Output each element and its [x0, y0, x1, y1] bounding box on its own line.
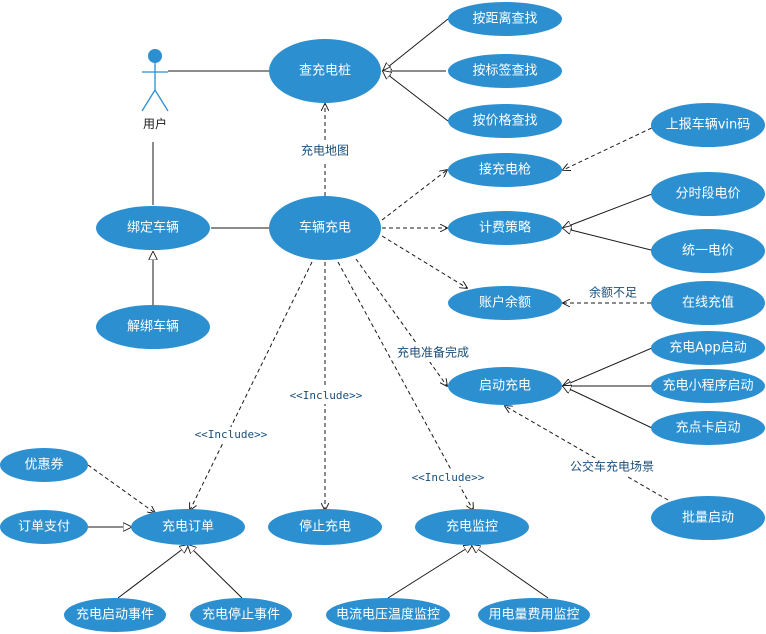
usecase-by-tag[interactable]: 按标签查找 — [448, 54, 562, 88]
usecase-report-vin[interactable]: 上报车辆vin码 — [651, 103, 765, 147]
edge-charge-start — [355, 258, 447, 386]
svg-text:启动充电: 启动充电 — [479, 378, 531, 394]
label-charge-map: 充电地图 — [301, 143, 349, 158]
svg-text:接充电枪: 接充电枪 — [479, 162, 531, 178]
svg-text:按标签查找: 按标签查找 — [472, 63, 537, 79]
svg-text:停止充电: 停止充电 — [299, 519, 351, 535]
usecase-online-recharge[interactable]: 在线充值 — [651, 281, 765, 325]
usecase-start-charge[interactable]: 启动充电 — [448, 367, 562, 405]
svg-text:充电停止事件: 充电停止事件 — [202, 607, 280, 623]
svg-text:上报车辆vin码: 上报车辆vin码 — [666, 117, 751, 133]
label-include-monitor: <<Include>> — [412, 471, 485, 484]
usecase-miniapp-start[interactable]: 充电小程序启动 — [651, 369, 765, 403]
usecase-by-price[interactable]: 按价格查找 — [448, 104, 562, 138]
edge-charge-monitor — [337, 261, 473, 510]
usecase-uniform-price[interactable]: 统一电价 — [651, 229, 765, 273]
edges — [87, 18, 669, 599]
edge-app-start — [563, 347, 653, 386]
usecase-balance[interactable]: 账户余额 — [448, 286, 562, 320]
svg-text:充电启动事件: 充电启动事件 — [76, 607, 154, 623]
edge-labels: 充电地图 余额不足 充电准备完成 公交车充电场景 <<Include>> <<I… — [191, 141, 666, 486]
edge-card-start — [563, 386, 653, 429]
usecase-order-pay[interactable]: 订单支付 — [0, 510, 88, 544]
svg-text:订单支付: 订单支付 — [18, 520, 70, 535]
label-insufficient-balance: 余额不足 — [589, 285, 637, 300]
actor-head-icon — [148, 49, 162, 63]
edge-coupon-order — [87, 464, 155, 513]
label-bus-scene: 公交车充电场景 — [570, 459, 654, 474]
usecase-voltage-monitor[interactable]: 电流电压温度监控 — [326, 598, 450, 632]
usecase-stop-event[interactable]: 充电停止事件 — [190, 598, 292, 632]
actor-label: 用户 — [143, 116, 167, 131]
usecase-billing[interactable]: 计费策略 — [448, 211, 562, 245]
edge-uniform-billing — [563, 228, 656, 252]
svg-text:统一电价: 统一电价 — [682, 244, 734, 259]
label-include-order: <<Include>> — [195, 428, 268, 441]
svg-text:解绑车辆: 解绑车辆 — [127, 319, 179, 335]
svg-text:查充电桩: 查充电桩 — [299, 63, 351, 79]
svg-text:分时段电价: 分时段电价 — [675, 187, 740, 202]
usecase-find-pile[interactable]: 查充电桩 — [269, 39, 381, 103]
usecase-batch-start[interactable]: 批量启动 — [651, 496, 765, 540]
edge-charge-plug — [381, 170, 447, 221]
usecase-by-distance[interactable]: 按距离查找 — [448, 2, 562, 36]
svg-text:计费策略: 计费策略 — [479, 220, 531, 236]
usecase-bind-vehicle[interactable]: 绑定车辆 — [96, 206, 210, 250]
edge-voltage-monitor — [387, 545, 472, 599]
svg-text:电流电压温度监控: 电流电压温度监控 — [336, 607, 440, 623]
usecase-unbind-vehicle[interactable]: 解绑车辆 — [96, 305, 210, 349]
label-include-stop: <<Include>> — [290, 389, 363, 402]
svg-text:充电监控: 充电监控 — [446, 519, 498, 535]
svg-text:绑定车辆: 绑定车辆 — [127, 220, 179, 236]
edge-distance-find — [383, 18, 449, 71]
edge-vin-plug — [563, 124, 659, 170]
usecase-coupon[interactable]: 优惠券 — [0, 448, 88, 482]
usecase-usage-monitor[interactable]: 用电量费用监控 — [478, 598, 590, 632]
usecase-stop-charge[interactable]: 停止充电 — [268, 509, 382, 545]
usecase-charge-monitor[interactable]: 充电监控 — [415, 509, 529, 545]
actor-user[interactable]: 用户 — [141, 49, 169, 131]
usecase-plug-gun[interactable]: 接充电枪 — [448, 153, 562, 187]
edge-charge-balance — [381, 235, 467, 288]
usecase-start-event[interactable]: 充电启动事件 — [64, 598, 166, 632]
edge-startevent-order — [117, 545, 188, 599]
svg-text:按距离查找: 按距离查找 — [472, 11, 537, 27]
svg-text:充电订单: 充电订单 — [162, 519, 214, 535]
svg-text:充电小程序启动: 充电小程序启动 — [662, 378, 753, 394]
svg-text:用电量费用监控: 用电量费用监控 — [488, 608, 579, 623]
usecase-app-start[interactable]: 充电App启动 — [651, 331, 765, 365]
svg-text:批量启动: 批量启动 — [682, 511, 734, 526]
svg-text:在线充值: 在线充值 — [682, 295, 734, 311]
edge-usage-monitor — [472, 545, 549, 599]
edge-stopevent-order — [188, 545, 243, 599]
edge-time-billing — [563, 193, 653, 228]
edge-price-find — [383, 71, 449, 122]
svg-text:按价格查找: 按价格查找 — [472, 113, 537, 129]
svg-text:账户余额: 账户余额 — [479, 295, 531, 311]
svg-text:充点卡启动: 充点卡启动 — [675, 420, 740, 436]
svg-text:优惠券: 优惠券 — [24, 457, 63, 473]
edge-batch-start — [505, 406, 669, 501]
usecase-vehicle-charge[interactable]: 车辆充电 — [269, 196, 381, 260]
svg-text:车辆充电: 车辆充电 — [299, 220, 351, 236]
usecase-card-start[interactable]: 充点卡启动 — [651, 411, 765, 445]
label-charge-ready: 充电准备完成 — [397, 345, 469, 360]
usecase-charge-order[interactable]: 充电订单 — [131, 509, 245, 545]
usecase-time-price[interactable]: 分时段电价 — [651, 172, 765, 216]
svg-text:充电App启动: 充电App启动 — [669, 340, 746, 356]
edge-charge-order — [190, 261, 313, 510]
